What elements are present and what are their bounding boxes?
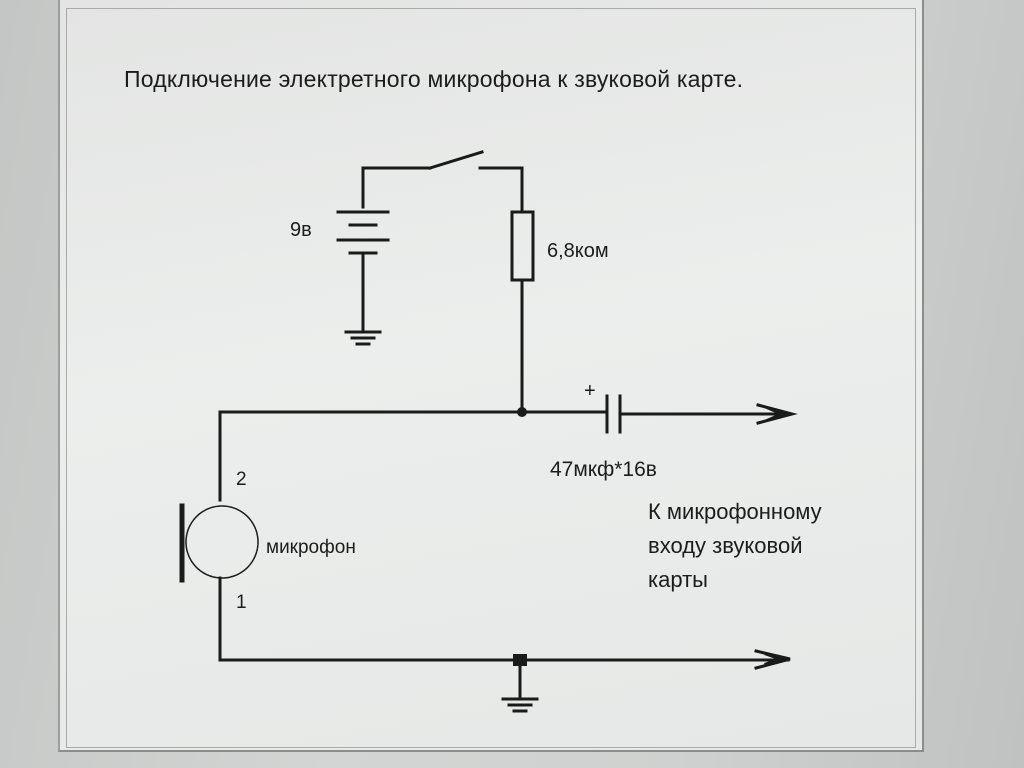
resistor-label: 6,8ком <box>547 240 609 262</box>
junction-dot-top <box>517 407 527 417</box>
capacitor-polarity-label: + <box>584 380 596 402</box>
microphone-pin1-label: 1 <box>236 592 247 613</box>
output-note-line: карты <box>648 567 708 592</box>
paper-sheet <box>58 0 924 752</box>
output-note-line: К микрофонному <box>648 499 822 524</box>
output-arrow-top-inner <box>766 406 786 422</box>
microphone-label: микрофон <box>266 537 356 558</box>
battery-label: 9в <box>290 219 312 241</box>
output-note-line: входу звуковой <box>648 533 803 558</box>
output-arrow-bottom-inner <box>764 652 785 666</box>
resistor-body <box>510 210 535 282</box>
junction-dot-bottom <box>513 654 527 666</box>
switch-blade <box>428 150 484 170</box>
output-note: К микрофонному входу звуковой карты <box>648 495 822 597</box>
wire-switch-to-resistor <box>478 166 524 214</box>
microphone-pin2-label: 2 <box>236 469 247 490</box>
diagram-title: Подключение электретного микрофона к зву… <box>124 66 744 92</box>
diagram-frame <box>66 8 916 748</box>
microphone-capsule <box>185 505 259 579</box>
capacitor-label: 47мкф*16в <box>550 458 657 481</box>
wire-battery-to-switch <box>361 166 432 209</box>
wire-top-rail <box>218 410 608 502</box>
